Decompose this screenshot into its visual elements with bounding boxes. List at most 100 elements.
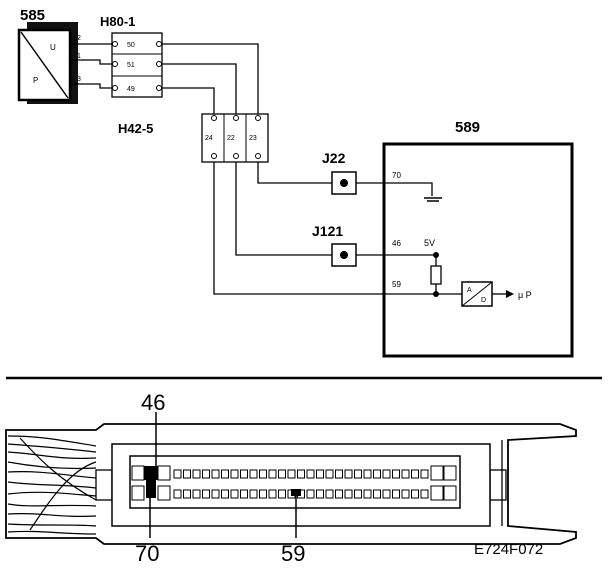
ecu-pin-59: 59 bbox=[392, 280, 401, 289]
callout-leaders bbox=[149, 412, 297, 538]
connector-pin bbox=[363, 469, 372, 479]
component-589-label: 589 bbox=[455, 119, 480, 136]
ground-symbol bbox=[424, 197, 442, 202]
connector-pin bbox=[382, 469, 391, 479]
junction-dot bbox=[433, 291, 439, 297]
connector-pin bbox=[230, 489, 239, 499]
connector-pin bbox=[335, 469, 343, 479]
connector-h80: 50 51 49 bbox=[111, 32, 163, 98]
ecu-pin-46: 46 bbox=[392, 239, 401, 248]
connector-pin bbox=[411, 469, 419, 479]
connector-pin bbox=[354, 469, 362, 479]
connector-pin bbox=[192, 489, 201, 499]
connector-pin bbox=[259, 489, 267, 499]
wire-number-1: 2 bbox=[77, 35, 81, 42]
connector-pin bbox=[202, 469, 210, 479]
wires-h80-h42 bbox=[162, 43, 259, 114]
connector-pin bbox=[316, 489, 324, 499]
splice-j22-label: J22 bbox=[322, 150, 346, 166]
h80-pin-49: 49 bbox=[127, 86, 135, 93]
connector-pin bbox=[221, 469, 229, 479]
connector-pin bbox=[202, 489, 210, 499]
connector-pin bbox=[382, 489, 391, 499]
connector-pin bbox=[344, 489, 353, 499]
connector-pin bbox=[297, 469, 305, 479]
component-585: U P bbox=[17, 22, 78, 104]
connector-pin bbox=[363, 489, 372, 499]
arrow-icon bbox=[506, 290, 514, 298]
ecu-pin-70: 70 bbox=[392, 171, 401, 180]
connector-pin bbox=[230, 469, 239, 479]
connector-pin bbox=[183, 469, 191, 479]
connector-pin bbox=[420, 489, 429, 499]
connector-pin bbox=[354, 489, 362, 499]
cable-strands bbox=[7, 435, 97, 535]
connector-pin bbox=[335, 489, 343, 499]
connector-pin bbox=[392, 469, 400, 479]
callout-46: 46 bbox=[141, 390, 165, 415]
connector-pin bbox=[373, 489, 381, 499]
h42-pin-22: 22 bbox=[227, 135, 235, 142]
connector-pin bbox=[316, 469, 324, 479]
connector-pin bbox=[240, 469, 248, 479]
supply-voltage-label: 5V bbox=[424, 238, 435, 248]
connector-pin bbox=[373, 469, 381, 479]
connector-pin bbox=[392, 489, 400, 499]
callout-59: 59 bbox=[281, 541, 305, 566]
sensor-p-label: P bbox=[33, 76, 38, 85]
connector-face bbox=[5, 423, 577, 545]
wire-number-2: 1 bbox=[77, 53, 81, 60]
component-589 bbox=[382, 142, 574, 358]
ad-a-label: A bbox=[467, 287, 472, 294]
connector-pin bbox=[240, 489, 248, 499]
microprocessor-label: μ P bbox=[518, 290, 532, 300]
connector-pin bbox=[401, 489, 410, 499]
connector-pin bbox=[221, 489, 229, 499]
connector-pin bbox=[183, 489, 191, 499]
connector-h42-label: H42-5 bbox=[118, 121, 153, 136]
ad-d-label: D bbox=[481, 297, 486, 304]
connector-pin bbox=[259, 469, 267, 479]
wires-585-h80 bbox=[70, 43, 112, 89]
callout-70: 70 bbox=[135, 541, 159, 566]
h80-pin-51: 51 bbox=[127, 62, 135, 69]
ad-converter: A D bbox=[461, 281, 493, 307]
connector-pin bbox=[306, 469, 315, 479]
connector-pin bbox=[306, 489, 315, 499]
connector-pin bbox=[344, 469, 353, 479]
connector-pin bbox=[249, 489, 258, 499]
connector-pin bbox=[325, 469, 334, 479]
connector-pin bbox=[278, 469, 286, 479]
connector-pin bbox=[420, 469, 429, 479]
connector-pin bbox=[173, 489, 182, 499]
connector-pin bbox=[411, 489, 419, 499]
connector-pin bbox=[211, 489, 220, 499]
h42-pin-23: 23 bbox=[249, 135, 257, 142]
h42-pin-24: 24 bbox=[205, 135, 213, 142]
component-585-label: 585 bbox=[20, 7, 45, 24]
connector-pin bbox=[192, 469, 201, 479]
h80-pin-50: 50 bbox=[127, 42, 135, 49]
pullup-resistor bbox=[430, 265, 442, 285]
splice-j22 bbox=[331, 171, 357, 195]
figure-code: E724F072 bbox=[474, 541, 543, 558]
connector-pin bbox=[325, 489, 334, 499]
splice-j121 bbox=[331, 243, 357, 267]
wire-number-3: 3 bbox=[77, 76, 81, 83]
sensor-u-label: U bbox=[50, 43, 56, 52]
connector-pin bbox=[173, 469, 182, 479]
connector-pin bbox=[249, 469, 258, 479]
wires-h42-589 bbox=[213, 162, 506, 295]
connector-pin bbox=[278, 489, 286, 499]
connector-h80-label: H80-1 bbox=[100, 14, 135, 29]
connector-pin bbox=[268, 469, 277, 479]
pin-59-marker bbox=[291, 489, 301, 496]
connector-pin bbox=[287, 469, 296, 479]
junction-dot bbox=[433, 252, 439, 258]
connector-pin bbox=[211, 469, 220, 479]
splice-j121-label: J121 bbox=[312, 223, 343, 239]
connector-pin bbox=[401, 469, 410, 479]
connector-pin bbox=[268, 489, 277, 499]
